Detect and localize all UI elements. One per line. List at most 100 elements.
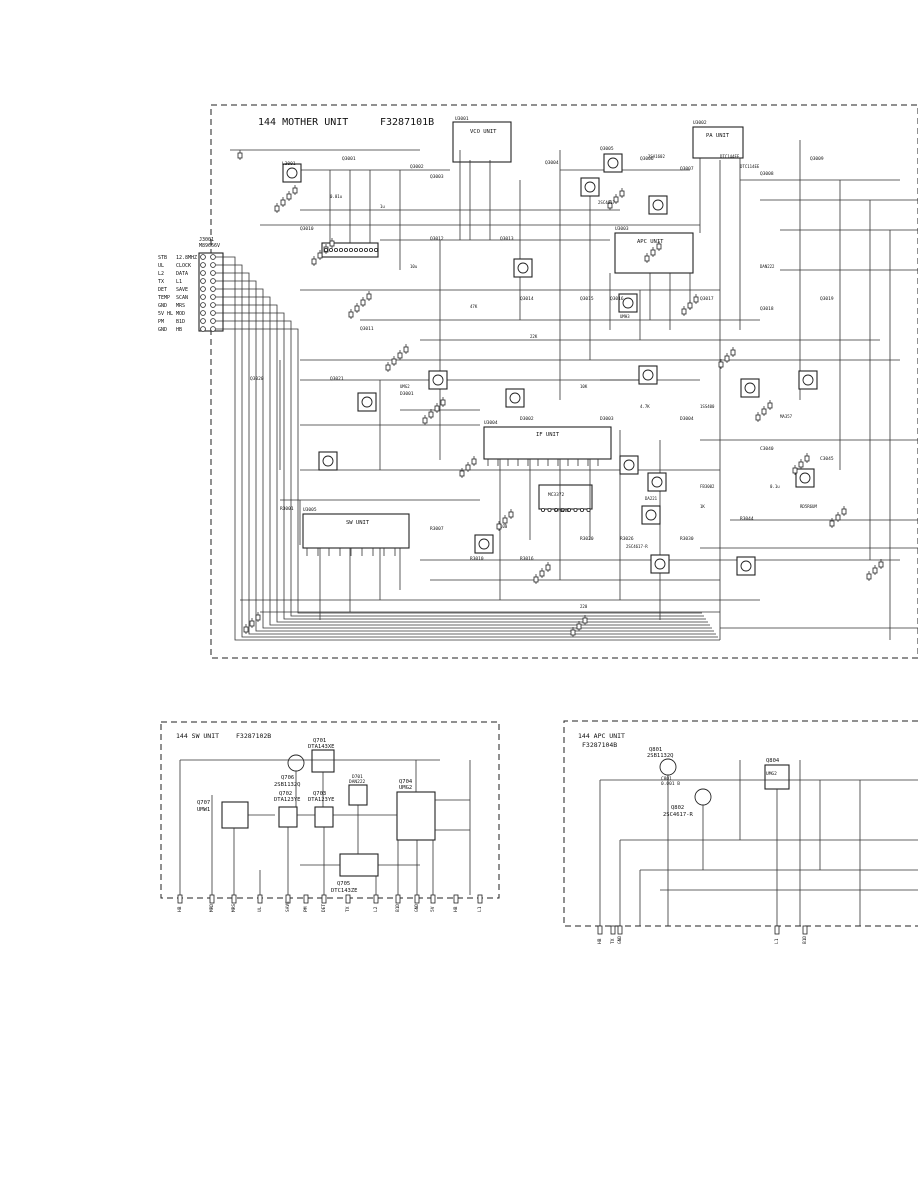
passive-component — [274, 205, 280, 212]
sw-unit-block: SW UNIT U3005 — [302, 507, 410, 549]
passive-component — [613, 196, 619, 203]
signal-label: MRS — [176, 303, 185, 309]
sw-unit-frame — [160, 721, 500, 899]
sw-pin-label: TX — [345, 906, 351, 912]
passive-component — [656, 243, 662, 250]
transistor-symbol — [740, 560, 752, 572]
passive-component — [724, 355, 730, 362]
pa-unit-block: PA UNIT U3002 — [692, 120, 744, 159]
passive-component — [829, 520, 835, 527]
signal-label: SAVE — [176, 287, 188, 293]
ref-label: U3002 — [693, 120, 707, 126]
ic-pin — [348, 247, 353, 252]
sw-pin-label: L1 — [477, 906, 483, 912]
passive-component — [255, 614, 261, 621]
q704-block — [396, 791, 436, 841]
signal-label: L2 — [158, 271, 164, 277]
apc-unit-schematic: 144 APC UNIT F3287104B Q801 2SB1132Q Q80… — [563, 720, 918, 944]
transistor-symbol — [432, 374, 444, 386]
sw-pin-label: HB — [177, 906, 183, 912]
passive-component — [286, 193, 292, 200]
ref-label: R3030 — [680, 536, 694, 542]
ic-pin — [586, 507, 591, 512]
ref-label: U3004 — [484, 420, 498, 426]
passive-component — [792, 467, 798, 474]
sw-pin — [373, 894, 379, 904]
sw-unit-title: 144 SW UNIT — [176, 732, 219, 740]
ref-label: Q3004 — [545, 160, 559, 166]
wire — [216, 264, 718, 638]
component-ref: Q707 — [197, 800, 210, 806]
q801-transistor — [659, 758, 677, 776]
mother-unit-part-no: F3287101B — [380, 117, 434, 128]
connector-pin — [200, 286, 206, 292]
signal-label: DET — [158, 287, 167, 293]
passive-component — [878, 561, 884, 568]
ic-pin — [580, 507, 585, 512]
component-ref: Q801 — [649, 747, 662, 753]
ic-pin — [333, 247, 338, 252]
ref-label: Q3013 — [500, 236, 514, 242]
transistor-symbol — [654, 558, 666, 570]
mother-unit-frame — [210, 104, 918, 659]
sw-pin-label: DET — [321, 904, 327, 912]
connector-pin — [200, 302, 206, 308]
if-unit-block: IF UNIT U3004 — [483, 420, 612, 460]
ref-label: Q3021 — [330, 376, 344, 382]
passive-component — [866, 573, 872, 580]
connector-pin — [210, 294, 216, 300]
component-ref: Q802 — [671, 805, 684, 811]
passive-component — [502, 517, 508, 524]
connector-pin — [210, 278, 216, 284]
ref-label: U3003 — [615, 226, 629, 232]
mother-components — [237, 150, 884, 637]
apc-unit-part-no: F3287104B — [582, 741, 617, 749]
connector-pin — [200, 278, 206, 284]
component-part: DTA123YE — [274, 797, 301, 803]
passive-component — [687, 302, 693, 309]
vco-unit-block: VCO UNIT U3001 — [452, 116, 512, 163]
passive-component — [576, 623, 582, 630]
part-label: 1u — [380, 204, 385, 209]
ref-label: U3001 — [455, 116, 469, 122]
transistor-symbol — [642, 369, 654, 381]
passive-component — [391, 358, 397, 365]
wire — [216, 256, 720, 641]
passive-component — [582, 617, 588, 624]
passive-component — [767, 402, 773, 409]
passive-component — [681, 308, 687, 315]
signal-label: STB — [158, 255, 167, 261]
sw-pin-label: MRD — [209, 904, 215, 912]
q705-block — [339, 853, 379, 877]
sw-pin-label: 5V — [430, 906, 436, 912]
passive-component — [533, 576, 539, 583]
passive-component — [804, 455, 810, 462]
sw-pin — [303, 894, 309, 904]
ref-label: U3005 — [303, 507, 317, 513]
passive-component — [644, 255, 650, 262]
part-label: 22K — [530, 334, 538, 339]
ref-label: D3001 — [400, 391, 414, 397]
sw-unit-schematic: 144 SW UNIT F3287102B Q701 DTA143XE Q702… — [160, 721, 500, 912]
connector-pin — [200, 318, 206, 324]
mother-unit: 144 MOTHER UNIT F3287101B J3001 M89666V … — [158, 104, 918, 659]
signal-label: B1D — [176, 319, 185, 325]
ic-pin — [560, 507, 565, 512]
component-part: 2SC4617-R — [663, 812, 693, 818]
part-label: 2SC4617-R — [626, 544, 648, 549]
ref-label: R3044 — [740, 516, 754, 522]
signal-label: GND — [158, 327, 167, 333]
ic-pin — [353, 247, 358, 252]
passive-component — [280, 199, 286, 206]
ref-label: Q3002 — [410, 164, 424, 170]
connector-pin — [210, 262, 216, 268]
ref-label: R3016 — [520, 556, 534, 562]
mother-unit-title: 144 MOTHER UNIT — [258, 117, 348, 128]
signal-label: CLOCK — [176, 263, 191, 269]
ref-label: L3001 — [282, 161, 296, 167]
part-label: 2SA1602 — [648, 154, 665, 159]
part-label: DAN222 — [760, 264, 775, 269]
wire — [216, 296, 710, 626]
transistor-symbol — [509, 392, 521, 404]
